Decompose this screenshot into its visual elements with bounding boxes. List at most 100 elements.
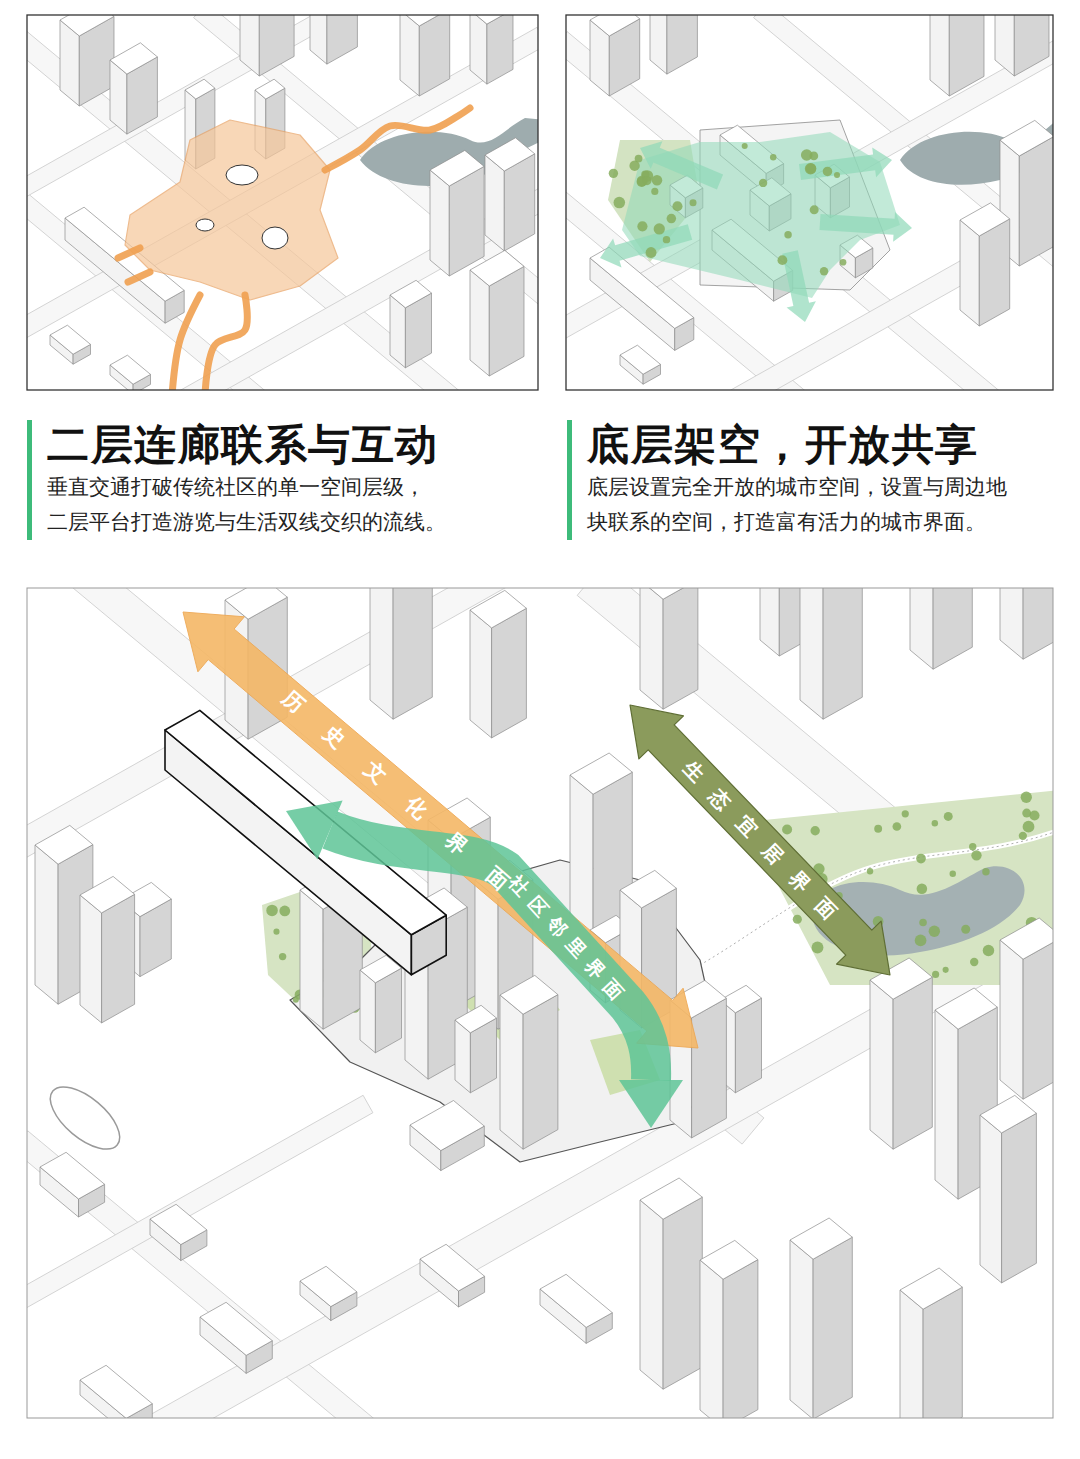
tree [266, 905, 278, 917]
tree [672, 201, 682, 211]
flow-arrow [640, 141, 723, 189]
tree [840, 259, 847, 266]
building-face [930, 15, 949, 96]
tree [969, 843, 976, 850]
building-roof [900, 1268, 962, 1309]
building-face [470, 270, 489, 376]
building-roof [1000, 918, 1053, 959]
building-face [700, 1260, 723, 1418]
building-roof [40, 1152, 105, 1199]
tree [983, 945, 994, 956]
building-face [979, 219, 1009, 326]
building-face [790, 1240, 813, 1418]
tree [1029, 810, 1039, 820]
tree [279, 906, 290, 917]
building-face [640, 1200, 663, 1389]
tree [917, 884, 928, 895]
building-roof [980, 1095, 1036, 1133]
building-face [259, 15, 294, 76]
tree [646, 247, 657, 258]
building-face [80, 895, 102, 1023]
building-face [935, 1010, 958, 1199]
building-roof [960, 203, 1010, 236]
building-roof [640, 588, 698, 599]
building-roof [430, 150, 484, 186]
building-roof [60, 15, 114, 36]
building-face [933, 588, 972, 669]
road [27, 1095, 373, 1308]
tree [810, 205, 819, 214]
building-roof [255, 79, 285, 99]
building-face [995, 15, 1014, 76]
tree [932, 971, 939, 978]
tree [759, 179, 767, 187]
building-face [300, 890, 323, 1029]
building-roof [470, 15, 513, 24]
flow-arrow [600, 224, 692, 267]
caption-block: 二层连廊联系与互动垂直交通打破传统社区的单一空间层级， 二层平台打造游览与生活双… [27, 420, 449, 540]
tree [642, 176, 651, 185]
platform-shape [125, 120, 338, 300]
building-roof [540, 1274, 612, 1327]
building-face [487, 15, 513, 84]
panel-art [27, 15, 538, 390]
building-roof [470, 250, 524, 286]
panel-ground [27, 588, 1053, 1418]
tree [651, 188, 658, 195]
building-face [663, 1197, 702, 1389]
caption-body: 底层设置完全开放的城市空间，设置与周边地 块联系的空间，打造富有活力的城市界面。 [587, 470, 1010, 540]
tree [902, 810, 909, 817]
building-roof [570, 753, 632, 794]
building-face [1023, 937, 1053, 1099]
building-roof [410, 1101, 484, 1151]
building-face [960, 220, 979, 326]
tree [812, 942, 824, 954]
building-face [735, 998, 761, 1093]
building-face [813, 1237, 852, 1418]
building-roof [620, 870, 676, 908]
building-roof [485, 138, 535, 171]
flow-arrow [799, 148, 892, 180]
building-roof [640, 1178, 702, 1219]
tree [667, 214, 676, 223]
tree [919, 919, 927, 927]
building-face [1000, 940, 1023, 1099]
building-roof [300, 1266, 357, 1306]
road [49, 588, 764, 1144]
tree [652, 175, 663, 186]
building-face [310, 15, 327, 64]
building-face [1014, 15, 1049, 76]
sports-track [40, 1076, 130, 1161]
building-roof [400, 15, 450, 26]
tree [893, 822, 902, 831]
building-face [760, 588, 779, 656]
building-face [370, 588, 393, 719]
building-roof [200, 1302, 272, 1355]
building-face [923, 1287, 962, 1418]
building-face [523, 995, 558, 1150]
building-face [1002, 1113, 1037, 1283]
tree [782, 824, 792, 834]
building-face [910, 588, 933, 669]
tree [874, 825, 882, 833]
tree [834, 172, 840, 178]
tree [820, 267, 828, 275]
tree [690, 199, 697, 206]
tree [944, 812, 953, 821]
building-face [893, 977, 932, 1149]
building-face [35, 845, 58, 1004]
tree [961, 925, 970, 934]
building-face [800, 588, 823, 719]
building-roof [110, 355, 151, 384]
panel-frame [27, 588, 1053, 1418]
building-face [870, 980, 893, 1149]
arrow-head [286, 801, 343, 860]
tree [943, 967, 949, 973]
building-face [470, 610, 492, 738]
corridor-line [325, 108, 470, 170]
tree [778, 255, 788, 265]
tree [793, 915, 802, 924]
tree [742, 143, 748, 149]
tree [614, 197, 626, 209]
